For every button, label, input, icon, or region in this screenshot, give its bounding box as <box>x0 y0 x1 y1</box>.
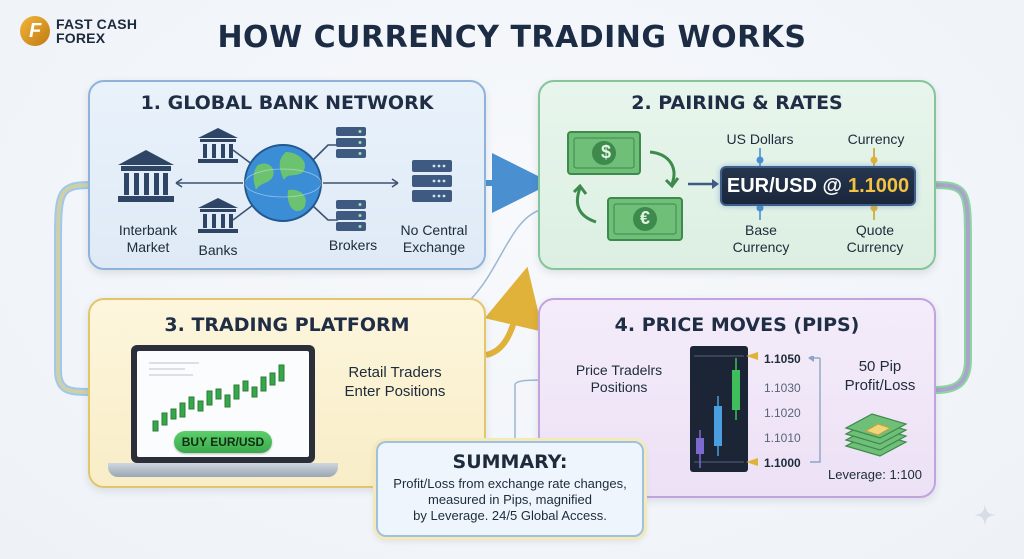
leverage-label: Leverage: 1:100 <box>828 467 922 482</box>
pip-profit-label: 50 Pip Profit/Loss <box>832 357 928 395</box>
euro-bill-icon <box>607 197 683 241</box>
summary-line-3: by Leverage. 24/5 Global Access. <box>413 508 607 523</box>
brand-line-1: FAST CASH <box>56 16 138 32</box>
no-central-exchange-label: No Central Exchange <box>388 222 480 256</box>
price-traders-line-2: Positions <box>590 379 648 395</box>
panel-4-title: 4. PRICE MOVES (PIPS) <box>614 314 860 336</box>
price-traders-line-1: Price Tradelrs <box>575 362 663 378</box>
interbank-label: Interbank Market <box>102 222 194 256</box>
brand-logo: FAST CASH FOREX <box>20 16 137 46</box>
quote-currency-line-1: Quote <box>855 222 895 238</box>
dollar-symbol: $ <box>600 142 611 162</box>
quote-currency-line-2: Currency <box>846 239 904 255</box>
broker-server-icon-bottom <box>336 200 366 231</box>
brokers-label: Brokers <box>328 237 378 253</box>
panel-3-title: 3. TRADING PLATFORM <box>164 314 410 336</box>
currency-pair-quote: EUR/USD @ 1.1000 <box>720 166 916 206</box>
tick-1-1050: 1.1050 <box>764 352 801 366</box>
no-central-line-2: Exchange <box>402 239 466 255</box>
network-diagram <box>118 127 452 233</box>
interbank-building-icon <box>118 150 174 202</box>
dollar-bill-icon <box>567 131 641 175</box>
pip-line-1: 50 Pip <box>858 358 902 375</box>
euro-symbol: € <box>639 208 650 228</box>
price-traders-label: Price Tradelrs Positions <box>560 362 678 396</box>
base-currency-line-1: Base <box>745 222 777 238</box>
currency-exchange-graphic <box>567 131 878 241</box>
brand-name: FAST CASH FOREX <box>56 17 137 45</box>
base-currency-label: Base Currency <box>712 222 810 256</box>
pip-line-2: Profit/Loss <box>844 377 916 394</box>
globe-icon <box>244 144 322 222</box>
retail-line-1: Retail Traders <box>348 364 442 381</box>
cash-stack-icon <box>844 413 908 457</box>
retail-line-2: Enter Positions <box>344 383 446 400</box>
base-currency-line-2: Currency <box>732 239 790 255</box>
summary-box: SUMMARY: Profit/Loss from exchange rate … <box>376 441 644 537</box>
us-dollars-label: US Dollars <box>726 131 794 147</box>
summary-line-1: Profit/Loss from exchange rate changes, <box>393 476 627 491</box>
tick-1-1030: 1.1030 <box>764 381 801 395</box>
broker-server-icon-top <box>336 127 366 158</box>
summary-body: Profit/Loss from exchange rate changes, … <box>378 476 642 524</box>
panel-2-title: 2. PAIRING & RATES <box>631 92 843 114</box>
candlestick-chart <box>149 362 285 432</box>
bank-icon-top <box>198 128 238 163</box>
summary-line-2: measured in Pips, magnified <box>427 492 593 507</box>
sparkle-icon <box>974 504 996 526</box>
no-central-line-1: No Central <box>400 222 468 238</box>
quote-currency-label: Quote Currency <box>826 222 924 256</box>
tick-markers <box>746 352 758 466</box>
tick-1-1020: 1.1020 <box>764 406 801 420</box>
pair-rate: 1.1000 <box>847 174 910 197</box>
pip-candle-chart <box>690 346 748 472</box>
page-title: HOW CURRENCY TRADING WORKS <box>217 20 807 55</box>
interbank-label-line-1: Interbank <box>118 222 178 238</box>
pip-range-arrow <box>808 356 821 463</box>
laptop-base <box>108 463 338 477</box>
retail-traders-label: Retail Traders Enter Positions <box>330 363 460 401</box>
tick-1-1010: 1.1010 <box>764 431 801 445</box>
summary-title: SUMMARY: <box>452 451 568 473</box>
currency-label: Currency <box>847 131 905 147</box>
tick-1-1000: 1.1000 <box>764 456 801 470</box>
banks-label: Banks <box>198 242 238 258</box>
buy-eur-usd-button[interactable]: BUY EUR/USD <box>174 431 272 453</box>
exchange-server-icon <box>412 160 452 202</box>
brand-line-2: FOREX <box>56 30 106 46</box>
panel-1-title: 1. GLOBAL BANK NETWORK <box>140 92 434 114</box>
pair-name: EUR/USD @ <box>726 174 842 197</box>
bank-icon-bottom <box>198 198 238 233</box>
interbank-label-line-2: Market <box>126 239 170 255</box>
logo-icon <box>20 16 50 46</box>
trading-chart-area <box>137 351 309 457</box>
